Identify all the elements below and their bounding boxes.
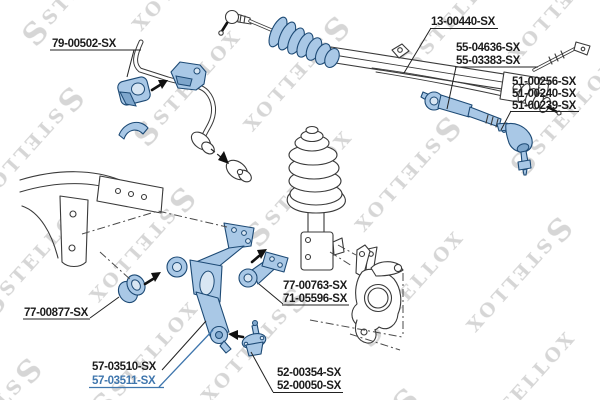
part-number-55-04636-sx[interactable]: 55-04636-SX: [456, 42, 521, 54]
part-number-52-00354-sx[interactable]: 52-00354-SX: [277, 367, 342, 379]
strut-spring-drawing: [286, 125, 346, 271]
assembly-arrows: [143, 80, 267, 340]
part-number-57-03511-sx-active[interactable]: 57-03511-SX: [92, 375, 156, 387]
steering-rack-boot-highlight[interactable]: [265, 15, 342, 70]
part-number-77-00877-sx[interactable]: 77-00877-SX: [24, 307, 89, 319]
assembly-guide-lines: [81, 210, 404, 351]
label-leader-lines: [23, 27, 579, 393]
tie-rod-end-highlight[interactable]: [496, 122, 533, 176]
stabilizer-link-highlight[interactable]: [238, 251, 289, 288]
ball-joint-highlight[interactable]: [241, 320, 268, 357]
stabilizer-bar-drawing: [133, 39, 252, 183]
part-number-79-00502-sx[interactable]: 79-00502-SX: [52, 38, 117, 50]
stabilizer-bushing-highlight[interactable]: [117, 76, 152, 107]
part-number-13-00440-sx[interactable]: 13-00440-SX: [431, 16, 496, 28]
part-number-51-00240-sx[interactable]: 51-00240-SX: [512, 88, 577, 100]
part-number-77-00763-sx[interactable]: 77-00763-SX: [283, 280, 348, 292]
part-number-55-03383-sx[interactable]: 55-03383-SX: [456, 55, 521, 67]
part-number-52-00050-sx[interactable]: 52-00050-SX: [277, 380, 342, 392]
part-number-71-05596-sx[interactable]: 71-05596-SX: [283, 293, 348, 305]
part-number-51-00256-sx[interactable]: 51-00256-SX: [512, 76, 577, 88]
control-arm-highlight[interactable]: [166, 222, 255, 354]
control-arm-bushing-highlight[interactable]: [115, 272, 149, 306]
steering-knuckle-drawing: [351, 244, 404, 344]
part-number-57-03510-sx[interactable]: 57-03510-SX: [92, 361, 157, 373]
subframe-drawing: [19, 171, 164, 268]
stabilizer-bracket-highlight[interactable]: [170, 61, 207, 91]
part-number-51-00239-sx[interactable]: 51-00239-SX: [512, 100, 577, 112]
stabilizer-clamp-highlight[interactable]: [118, 121, 149, 140]
